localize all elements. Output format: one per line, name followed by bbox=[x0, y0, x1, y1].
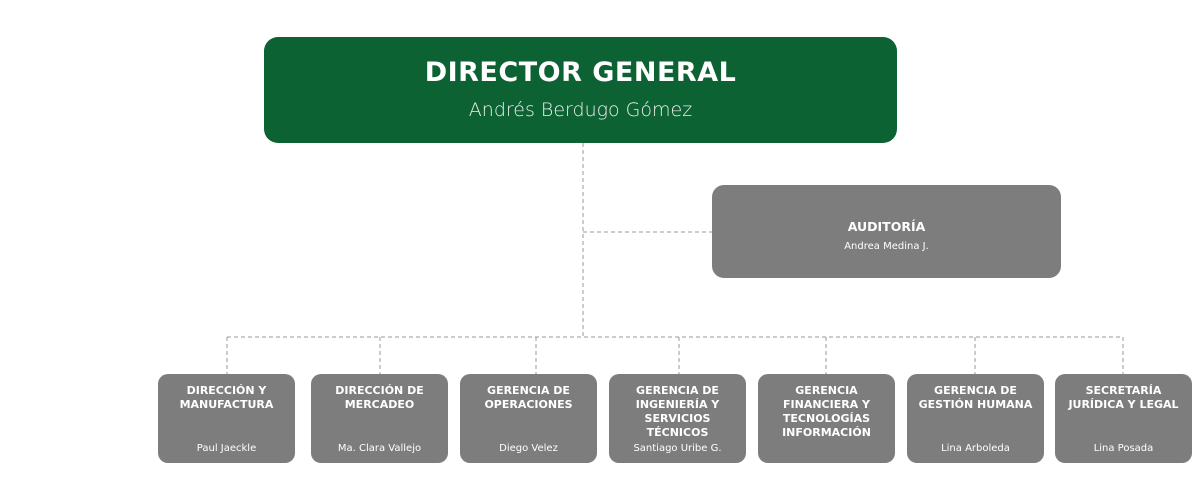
dept-box-mercadeo: DIRECCIÓN DE MERCADEO Ma. Clara Vallejo bbox=[311, 374, 448, 463]
dept-name: Lina Arboleda bbox=[941, 443, 1010, 454]
dept-box-financiera: GERENCIA FINANCIERA Y TECNOLOGÍAS INFORM… bbox=[758, 374, 895, 463]
director-name: Andrés Berdugo Gómez bbox=[468, 99, 693, 121]
dept-title: DIRECCIÓN DE MERCADEO bbox=[335, 384, 424, 411]
dept-box-juridica: SECRETARÍA JURÍDICA Y LEGAL Lina Posada bbox=[1055, 374, 1192, 463]
dept-box-operaciones: GERENCIA DE OPERACIONES Diego Velez bbox=[460, 374, 597, 463]
dept-box-manufactura: DIRECCIÓN Y MANUFACTURA Paul Jaeckle bbox=[158, 374, 295, 463]
dept-title: GERENCIA FINANCIERA Y TECNOLOGÍAS INFORM… bbox=[782, 384, 871, 439]
audit-title: AUDITORÍA bbox=[847, 219, 926, 234]
dept-name: Diego Velez bbox=[499, 443, 558, 454]
dept-name: Ma. Clara Vallejo bbox=[337, 443, 422, 454]
dept-name: Lina Posada bbox=[1093, 443, 1154, 454]
director-title: DIRECTOR GENERAL bbox=[424, 57, 737, 88]
audit-name: Andrea Medina J. bbox=[844, 241, 929, 252]
dept-title: GERENCIA DE GESTIÓN HUMANA bbox=[918, 384, 1033, 411]
dept-title: GERENCIA DE INGENIERÍA Y SERVICIOS TÉCNI… bbox=[635, 384, 720, 439]
dept-title: DIRECCIÓN Y MANUFACTURA bbox=[179, 384, 274, 411]
dept-title: GERENCIA DE OPERACIONES bbox=[484, 384, 573, 411]
audit-box: AUDITORÍA Andrea Medina J. bbox=[712, 185, 1061, 278]
director-general-box: DIRECTOR GENERAL Andrés Berdugo Gómez bbox=[264, 37, 897, 143]
dept-name: Santiago Uribe G. bbox=[633, 443, 722, 454]
dept-title: SECRETARÍA JURÍDICA Y LEGAL bbox=[1068, 384, 1179, 411]
dept-box-ingenieria: GERENCIA DE INGENIERÍA Y SERVICIOS TÉCNI… bbox=[609, 374, 746, 463]
dept-name: Paul Jaeckle bbox=[196, 443, 257, 454]
dept-box-gestion-humana: GERENCIA DE GESTIÓN HUMANA Lina Arboleda bbox=[907, 374, 1044, 463]
